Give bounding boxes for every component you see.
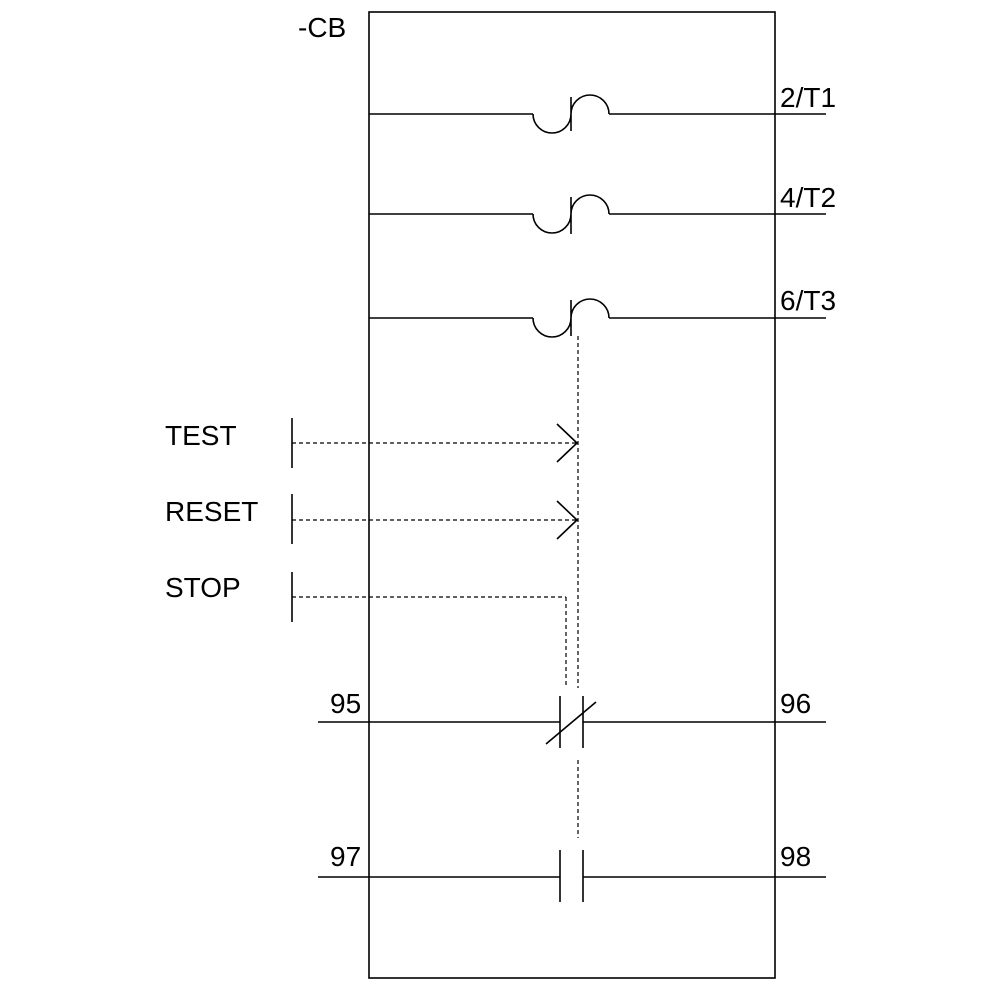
terminal-label-97: 97: [330, 841, 361, 872]
terminal-label-6-t3: 6/T3: [780, 285, 836, 316]
terminal-label-98: 98: [780, 841, 811, 872]
nc-contact-95-96: 95 96: [318, 688, 826, 748]
stop-button-symbol: STOP: [165, 572, 567, 688]
terminal-label-4-t2: 4/T2: [780, 182, 836, 213]
test-button-symbol: TEST: [165, 418, 579, 468]
device-label: -CB: [298, 12, 346, 43]
phase-3-overload-symbol: [532, 298, 610, 338]
reset-label: RESET: [165, 496, 258, 527]
test-arrow-icon: [556, 423, 579, 463]
thermal-element-phase-3: 6/T3: [369, 285, 836, 338]
phase-1-overload-symbol: [532, 94, 610, 134]
test-label: TEST: [165, 420, 237, 451]
reset-arrow-icon: [556, 500, 579, 540]
device-enclosure: [368, 11, 776, 979]
thermal-element-phase-1: 2/T1: [369, 82, 836, 134]
reset-button-symbol: RESET: [165, 494, 579, 544]
terminal-label-95: 95: [330, 688, 361, 719]
terminal-label-96: 96: [780, 688, 811, 719]
stop-label: STOP: [165, 572, 241, 603]
nc-contact-bridge: [545, 701, 597, 745]
no-contact-97-98: 97 98: [318, 841, 826, 902]
thermal-element-phase-2: 4/T2: [369, 182, 836, 234]
terminal-label-2-t1: 2/T1: [780, 82, 836, 113]
phase-2-overload-symbol: [532, 194, 610, 234]
